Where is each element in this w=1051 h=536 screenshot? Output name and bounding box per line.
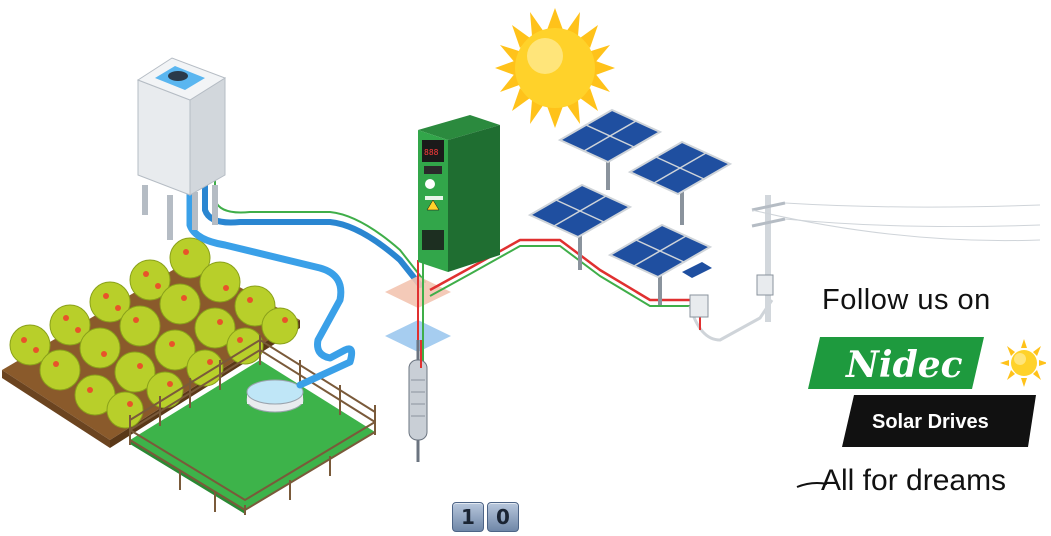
nidec-logo[interactable]: Nidec Solar Drives xyxy=(806,335,1046,455)
page-counter: 1 0 xyxy=(452,502,519,532)
power-pole-icon xyxy=(689,195,1041,322)
counter-digit: 0 xyxy=(487,502,519,532)
field xyxy=(129,335,376,515)
water-tower-icon xyxy=(136,57,227,240)
swoosh-icon xyxy=(796,482,828,488)
solar-drives-label: Solar Drives xyxy=(872,411,989,433)
sun-icon xyxy=(495,8,615,128)
borehole-pump-icon xyxy=(408,340,428,462)
pond-icon xyxy=(246,379,304,413)
solar-panel-icon xyxy=(527,108,733,305)
solar-drive-unit: 888 xyxy=(418,115,500,272)
logo-sun-icon xyxy=(1000,339,1046,387)
tagline: All for dreams xyxy=(821,464,1007,497)
drive-display: 888 xyxy=(424,148,439,157)
counter-digit: 1 xyxy=(452,502,484,532)
nidec-wordmark: Nidec xyxy=(845,344,963,386)
follow-us-heading: Follow us on xyxy=(822,284,991,316)
